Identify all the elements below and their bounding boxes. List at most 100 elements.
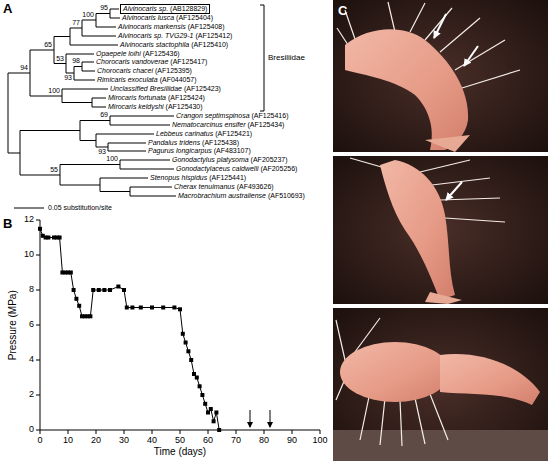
- tank-floor: [333, 430, 548, 461]
- data-marker: [125, 306, 129, 310]
- data-marker: [122, 288, 126, 292]
- tick-label: 50: [175, 435, 185, 446]
- taxon-label: Chorocaris vandoverae (AF125417): [96, 58, 207, 67]
- tick-label: 90: [287, 435, 297, 446]
- taxon-label: Opaepele loihi (AF125436): [96, 50, 180, 59]
- taxon-label: Lebbeus carinatus (AF125421): [156, 130, 252, 139]
- bootstrap-value: 69: [100, 111, 108, 120]
- taxon-name: Nematocarcinus ensifer: [172, 121, 246, 128]
- bootstrap-value: 100: [106, 155, 118, 164]
- bootstrap-value: 94: [20, 64, 28, 73]
- data-marker: [88, 314, 92, 318]
- data-marker: [108, 288, 112, 292]
- data-marker: [97, 288, 101, 292]
- data-marker: [72, 288, 76, 292]
- data-marker: [192, 372, 196, 376]
- taxon-label: Stenopus hispidus (AF125441): [150, 174, 246, 183]
- taxon-name: Mirocaris fortunata: [108, 94, 166, 101]
- photo-ground: [333, 0, 548, 152]
- data-marker: [181, 332, 185, 336]
- shrimp-body: [380, 160, 455, 300]
- taxon-name: Rimicaris exoculata: [97, 76, 158, 83]
- taxon-label: Mirocaris keldyshi (AF125430): [108, 103, 203, 112]
- taxon-label: Chorocaris chacei (AF125395): [97, 67, 192, 76]
- taxon-label: Nematocarcinus ensifer (AF125434): [172, 121, 284, 130]
- data-marker: [200, 393, 204, 397]
- axis-title: Pressure (MPa): [7, 290, 20, 360]
- taxon-name: Opaepele loihi: [96, 50, 141, 57]
- data-marker: [189, 358, 193, 362]
- taxon-name: Alvinocaris markensis: [118, 23, 186, 30]
- bootstrap-value: 93: [98, 148, 106, 157]
- event-arrow: [250, 410, 251, 427]
- taxon-name: Crangon septimspinosa: [176, 112, 250, 119]
- tail-fan: [425, 135, 470, 152]
- data-marker: [69, 271, 73, 275]
- taxon-label: Gonodactylaceus caldwelli (AF205256): [176, 165, 297, 174]
- data-marker: [74, 297, 78, 301]
- marker-arrow: [464, 46, 478, 66]
- tick-label: 20: [91, 435, 101, 446]
- tick-label: 80: [259, 435, 269, 446]
- chart-axes: [36, 220, 320, 434]
- taxon-label: Pandalus tridens (AF125438): [148, 139, 239, 148]
- data-marker: [186, 349, 190, 353]
- photo-ground: [333, 156, 548, 304]
- data-marker: [178, 307, 182, 311]
- taxon-name: Macrobrachium australiense: [178, 192, 266, 199]
- clade-label: Bresiliidae: [268, 53, 305, 63]
- scale-label: 0.05 substitution/site: [48, 204, 112, 213]
- data-marker: [116, 285, 120, 289]
- taxon-label: Cherax tenuimanus (AF493626): [174, 183, 274, 192]
- bootstrap-value: 55: [50, 166, 58, 175]
- taxon-label: Alvinocaris stactophila (AF125410): [120, 41, 228, 50]
- bootstrap-value: 100: [48, 87, 60, 96]
- y-ticks: [36, 220, 40, 430]
- taxon-label: Crangon septimspinosa (AF125416): [176, 112, 288, 121]
- data-marker: [198, 384, 202, 388]
- clade-bracket: [260, 5, 264, 111]
- bootstrap-value: 93: [64, 74, 72, 83]
- tick-label: 100: [312, 435, 327, 446]
- tick-label: 12: [24, 214, 34, 225]
- taxon-label: Gonodactylus platysoma (AF205237): [172, 156, 288, 165]
- taxon-name: Mirocaris keldyshi: [108, 103, 164, 110]
- data-marker: [161, 306, 165, 310]
- taxon-name: Alvinocaris stactophila: [120, 41, 189, 48]
- highlight-box: Alvinocaris sp. (AB128829): [120, 4, 210, 15]
- marker-arrow: [434, 14, 446, 38]
- tick-label: 2: [29, 389, 34, 400]
- taxon-label: Rimicaris exoculata (AF044057): [97, 76, 197, 85]
- data-marker: [58, 236, 62, 240]
- tick-label: 0: [37, 435, 42, 446]
- shrimp-photo: [333, 308, 548, 461]
- tick-label: 0: [29, 424, 34, 435]
- tail-fan: [425, 292, 462, 304]
- data-marker: [203, 402, 207, 406]
- taxon-name: Alvinocaris sp.: [123, 5, 168, 12]
- taxon-label: Mirocaris fortunata (AF125424): [108, 94, 205, 103]
- data-marker: [217, 428, 221, 432]
- tick-label: 40: [147, 435, 157, 446]
- shrimp-photo: [333, 156, 548, 304]
- shrimp-body: [345, 29, 468, 150]
- taxon-name: Chorocaris chacei: [97, 67, 153, 74]
- bootstrap-value: 77: [72, 19, 80, 28]
- tick-label: 6: [29, 319, 34, 330]
- series-line: [40, 229, 219, 430]
- photo-ground: [333, 308, 548, 461]
- taxon-label: Alvinocaris markensis (AF125408): [118, 23, 225, 32]
- tick-label: 30: [119, 435, 129, 446]
- data-marker: [139, 306, 143, 310]
- taxon-label: Alvinocaris lusca (AF125404): [122, 14, 213, 23]
- marker-arrow: [446, 182, 462, 200]
- taxon-name: Gonodactylaceus caldwelli: [176, 165, 259, 172]
- bootstrap-value: 100: [82, 11, 94, 20]
- tick-label: 8: [29, 284, 34, 295]
- data-marker: [172, 306, 176, 310]
- data-marker: [150, 306, 154, 310]
- bootstrap-value: 53: [56, 55, 64, 64]
- taxon-name: Stenopus hispidus: [150, 174, 207, 181]
- bootstrap-value: 95: [100, 4, 108, 13]
